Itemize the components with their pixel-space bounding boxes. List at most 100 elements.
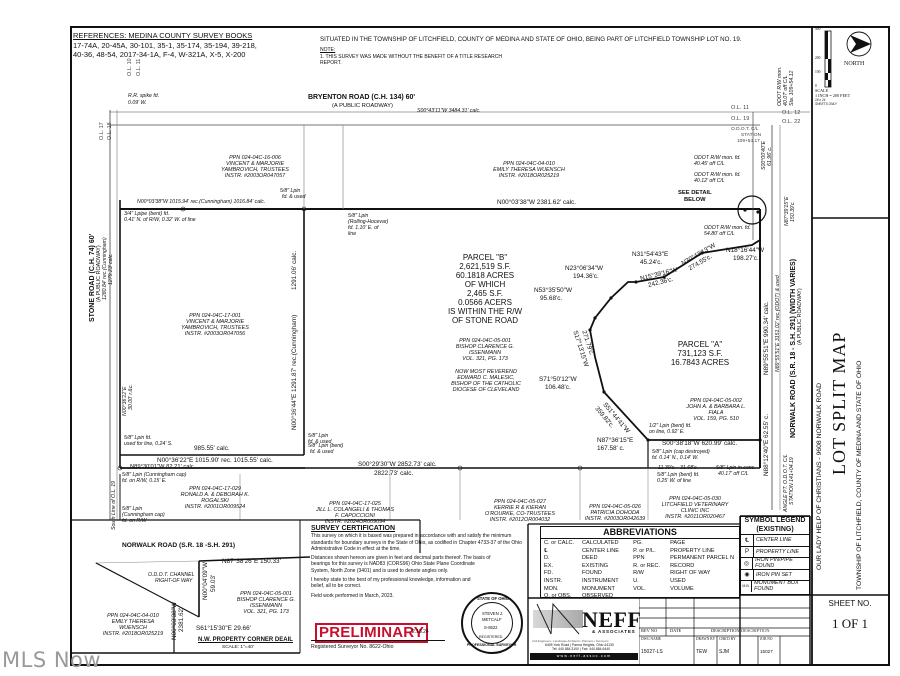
date-header: DATE (670, 628, 682, 633)
pin-cunn-e-label: 5/8" Lpin (308, 433, 329, 439)
abbr-row: C. or CALC.CALCULATED (544, 540, 619, 546)
bearing-s00-00-dist: 61.96' c. (767, 146, 773, 166)
norwalk-road-sub: (A PUBLIC ROADWAY) (797, 288, 803, 345)
pin-cunn-e-label-2: fd. & used (308, 439, 332, 445)
pin-cunn-label-5: fd. on R/W (122, 518, 147, 524)
abbr-row: R. or REC.RECORD (633, 562, 695, 569)
bearing-south-line-w: N00°36'22"E 1015.90' rec. 1015.55' calc. (157, 457, 273, 464)
title-lot-split-map: LOT SPLIT MAP (829, 331, 849, 475)
scale-tick-200: 200 (815, 56, 821, 60)
detail-bearing-s61: S61°15'30"E 29.66' (196, 625, 251, 632)
drawing-sheet-border (70, 26, 890, 666)
firm-website: www.neff-assoc.com (530, 653, 638, 660)
legend-row-iron-pin-found: ◎IRON PIN/PIPE FOUND (741, 557, 809, 569)
lot-line-ol11-e: O.L. 11 (731, 105, 749, 111)
detail-bearing-n00-03-dist: 2381.62' (178, 607, 185, 632)
abbr-row: U.USED (633, 577, 686, 584)
pin-rolling-label-3: fd. 1.10' E. of (348, 225, 379, 231)
abbr-row: INSTR.INSTRUMENT (544, 577, 619, 584)
station-label: STATION (741, 133, 762, 138)
firm-name: NEFF (582, 607, 642, 632)
abbr-row: D.DEED (544, 555, 598, 562)
bearing-b10: N87°36'15"E (597, 437, 634, 444)
references-line-2: 40-36, 48-54, 2017-34-1A, F-4, W-321A, X… (73, 50, 246, 59)
bearing-north-line: N00°03'38"W 2381.62' calc. (497, 199, 577, 206)
abbr-row: P. or P/L.PROPERTY LINE (633, 547, 715, 554)
title-subtitle-bottom: TOWNSHIP OF LITCHFIELD, COUNTY OF MEDINA… (856, 360, 863, 590)
surveyor-seal: STATE OF OHIO STEVEN J. METCALF S-8622 R… (461, 592, 523, 654)
description-header-2: DESCRIPTION (741, 628, 770, 633)
references-title: REFERENCES: MEDINA COUNTY SURVEY BOOKS (73, 31, 253, 40)
pin-cunn-label-4: (Cunningham cap) (122, 512, 165, 518)
lot-line-ol17: O.L. 17 (99, 122, 105, 140)
bearing-b8: S71°50'12"W (539, 376, 577, 383)
legend-row-monument-box: M.B.MONUMENT BOX FOUND (741, 580, 809, 592)
chkd-by-label: CHK'D BY (719, 637, 736, 641)
firm-address: 6405 York Road | Parma Heights, Ohio 441… (545, 643, 614, 647)
bearing-b5: N18°16'44"W (726, 247, 765, 254)
iron-pin-set-icon: ◉ (741, 569, 754, 580)
pin-conc-label-2: 40.17' off C/L (718, 471, 749, 477)
certification-title: SURVEY CERTIFICATION (311, 525, 396, 532)
scale-tick-400: 400 (815, 27, 821, 31)
parcel-b-label: PARCEL "B"2,621,519 S.F.60.1818 ACRES OF… (447, 253, 523, 325)
property-line-icon: P (741, 546, 754, 557)
signature-date: 2.13.24 (412, 629, 429, 635)
odot-mon-4b: 54.80' off C/L (704, 231, 735, 237)
note-line-1: 1. THIS SURVEY WAS MADE WITHOUT THE BENE… (320, 54, 502, 60)
pin-used-label-2: fd. & used (282, 194, 306, 200)
scale-north-block: 400 200 100 0 NORTH SCALE 1 INCH = 200 F… (814, 27, 886, 107)
pipe-bent-label: 3/4" Lpipe (bent) fd. (124, 211, 170, 217)
pin-bent-label-2: fd. & used (310, 449, 334, 455)
registered-surveyor: Registered Surveyor No. 8622-Ohio (311, 644, 394, 650)
bearing-b5-dist: 198.27'c. (733, 255, 759, 262)
bearing-n89-30-01: N89°30'01"W 82.21' calc. (130, 464, 196, 470)
south-line-ol19: South Line of O.L. 19 (111, 480, 117, 530)
pin-bent-label: 5/8" Lpin (bent) (308, 443, 344, 449)
symbol-legend-title: SYMBOL LEGEND (744, 517, 806, 524)
calc-985: 985.55' calc. (194, 445, 230, 452)
job-no-label: JOB NO (760, 637, 773, 641)
certification-p1: This survey on which it is based was pre… (311, 533, 522, 552)
signature-line (311, 640, 445, 641)
bearing-b2-dist: 45.24'c. (640, 259, 663, 266)
firm-phone: Tel: 440.884.3100 | Fax: 440.884.6440 (552, 647, 611, 651)
firm-services: Civil Engineers • Landscape Architects •… (532, 639, 609, 643)
bearing-b8-dist: 106.48'c. (545, 384, 571, 391)
sheet-no-value: 1 OF 1 (831, 616, 869, 631)
see-detail-label: SEE DETAIL (678, 190, 712, 196)
pin-line-label: 5/8" Lpin fd. (124, 435, 152, 441)
detail-bearing-n00-04-dist: 59.03' (210, 574, 217, 592)
pin-bent-w-label: 5/8" Lpin (bent) fd. (657, 472, 700, 478)
bryenton-road-label: BRYENTON ROAD (C.H. 134) 60' (308, 94, 416, 101)
pin-conc-label: 5/8" Lpin in conc. (716, 465, 756, 471)
pin-line-label-2: used for line, 0.24' S. (124, 441, 173, 447)
angle-pt-station: STATION 141+04.19 (789, 457, 795, 505)
bearing-b10-dist: 167.58' c. (597, 445, 625, 452)
bearing-s00-38-18: S00°38'18"W 620.99' calc. (662, 440, 738, 447)
bearing-n89-55-51: N89°55'51"E 990.34' calc. (763, 301, 770, 375)
abbr-row: FD.FOUND (544, 570, 602, 577)
neff-logo-icon (533, 602, 583, 635)
abbreviations-title: ABBREVIATIONS (541, 527, 739, 539)
seal-number: S-8622 (484, 625, 498, 630)
odot-mon-3b: 40.12' off C/L (694, 178, 725, 184)
note-title: NOTE: (320, 47, 336, 53)
title-subtitle-top: OUR LADY HELP OF CHRISTIANS - 9608 NORWA… (816, 382, 823, 570)
short-dist-2: 31.68'c. (680, 465, 699, 471)
odot-mon-2b: 40.45' off C/L (694, 161, 725, 167)
lot-line-ol10: O.L. 10 (127, 58, 133, 76)
pin-cap-destroyed-label: 5/8" Lpin (cap destroyed) (652, 449, 710, 455)
bearing-n88-12-40: N88°12'40"E 62.55' c. (763, 414, 770, 476)
pipe-bent-label-2: 0.41' N. of R/W, 0.32' W. of line (124, 217, 196, 223)
abbreviations-box: ABBREVIATIONS C. or CALC.CALCULATED ℄CEN… (540, 526, 740, 601)
